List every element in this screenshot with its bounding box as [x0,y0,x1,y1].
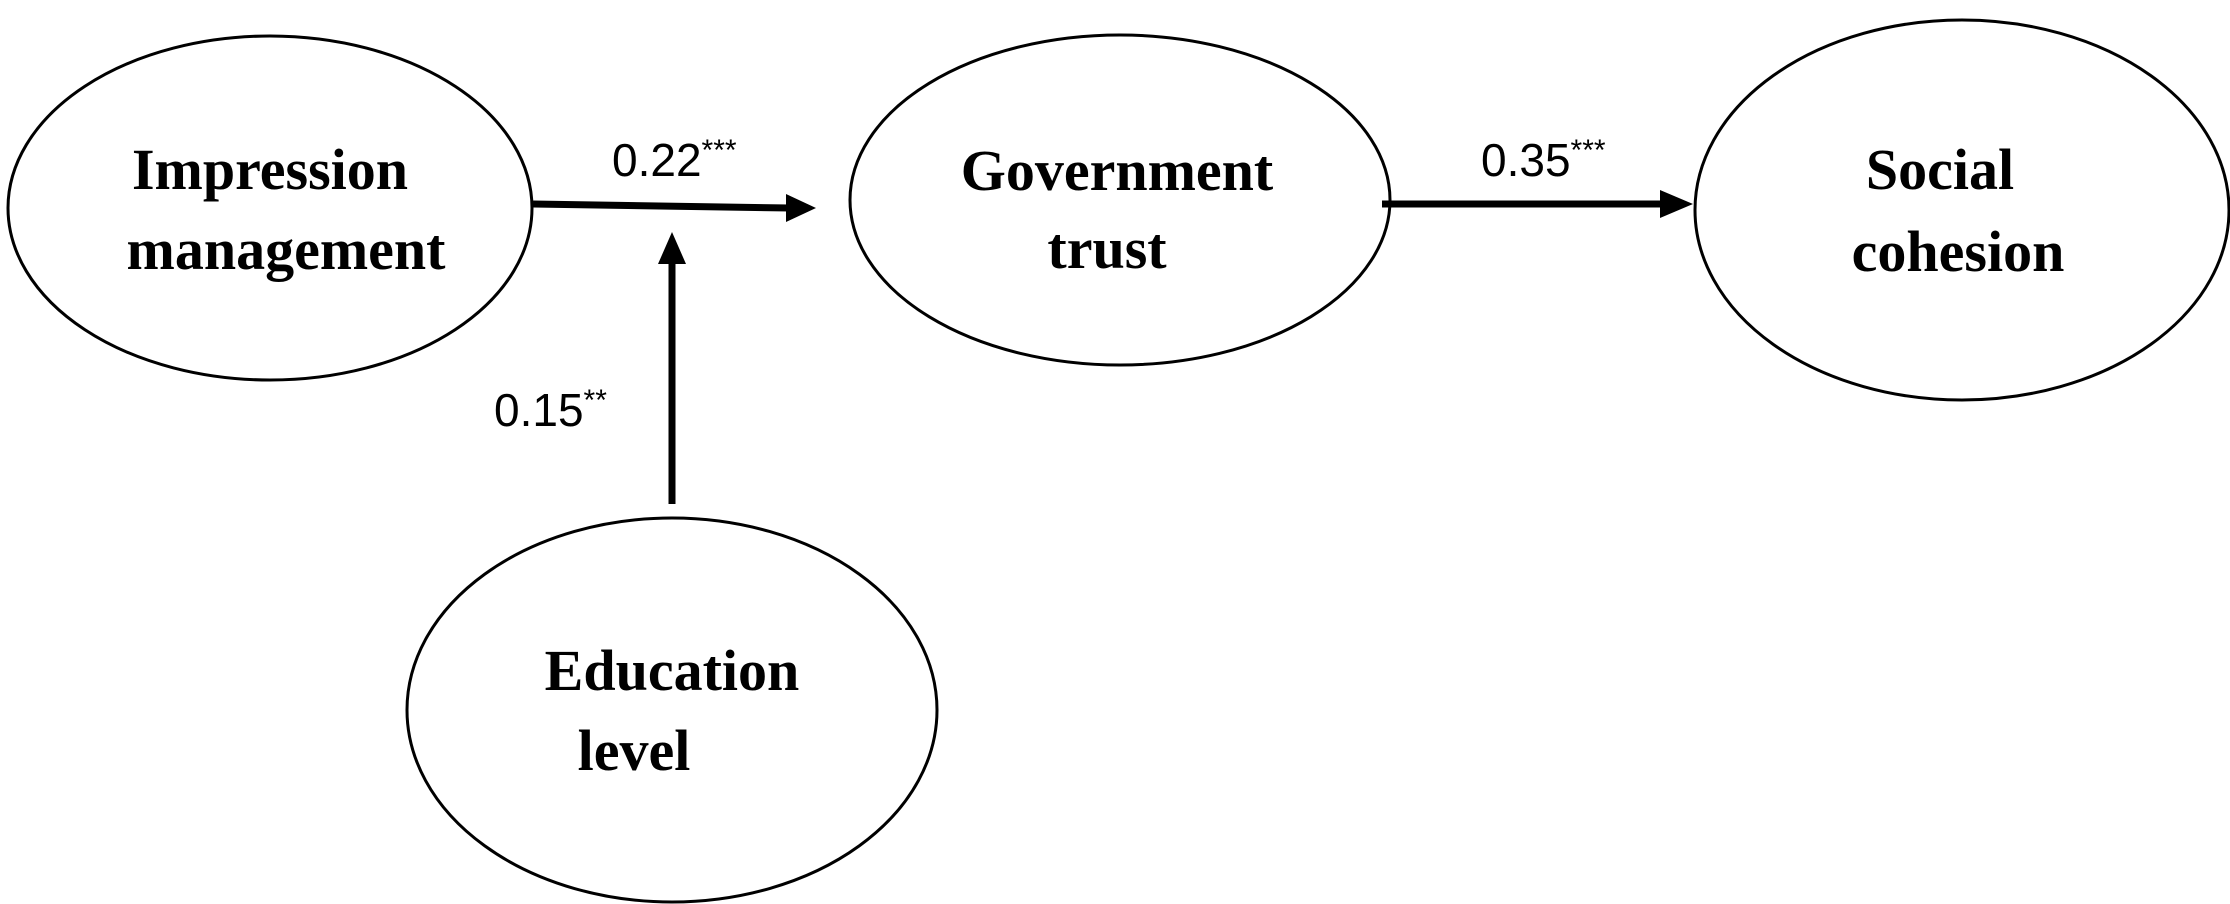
node-education-level-label-line1: Education [545,638,800,703]
arrowhead-icon [786,194,816,222]
node-impression-management: Impression management [6,34,534,382]
node-government-trust-label-line2: trust [1047,216,1167,281]
node-social-cohesion: Social cohesion [1693,18,2230,402]
significance-stars: *** [1571,134,1606,167]
coefficient-value: 0.35 [1481,134,1571,186]
significance-stars: *** [702,134,737,167]
node-education-level-ellipse [405,516,939,904]
node-social-cohesion-label-line2: cohesion [1852,219,2065,284]
coefficient-impression-to-trust: 0.22*** [612,134,737,186]
coefficient-value: 0.15 [494,384,584,436]
node-impression-management-label-line1: Impression [132,137,408,202]
node-impression-management-label-line2: management [127,217,447,282]
node-education-level: Education level [405,516,939,904]
coefficient-value: 0.22 [612,134,702,186]
significance-stars: ** [584,384,608,417]
edge-impression-to-trust-line [532,200,791,212]
node-impression-management-ellipse [6,34,534,382]
edge-impression-to-trust [532,194,816,222]
coefficient-education-moderation: 0.15** [494,384,607,436]
node-government-trust: Government trust [848,33,1392,367]
arrowhead-icon [1660,190,1693,218]
node-government-trust-label-line1: Government [961,138,1274,203]
node-social-cohesion-label-line1: Social [1866,137,2014,202]
edge-trust-to-cohesion [1382,190,1693,218]
coefficient-trust-to-cohesion: 0.35*** [1481,134,1606,186]
node-education-level-label-line2: level [578,718,691,783]
node-government-trust-ellipse [848,33,1392,367]
edge-education-moderation [658,232,686,504]
node-social-cohesion-ellipse [1693,18,2230,402]
arrowhead-icon [658,232,686,264]
